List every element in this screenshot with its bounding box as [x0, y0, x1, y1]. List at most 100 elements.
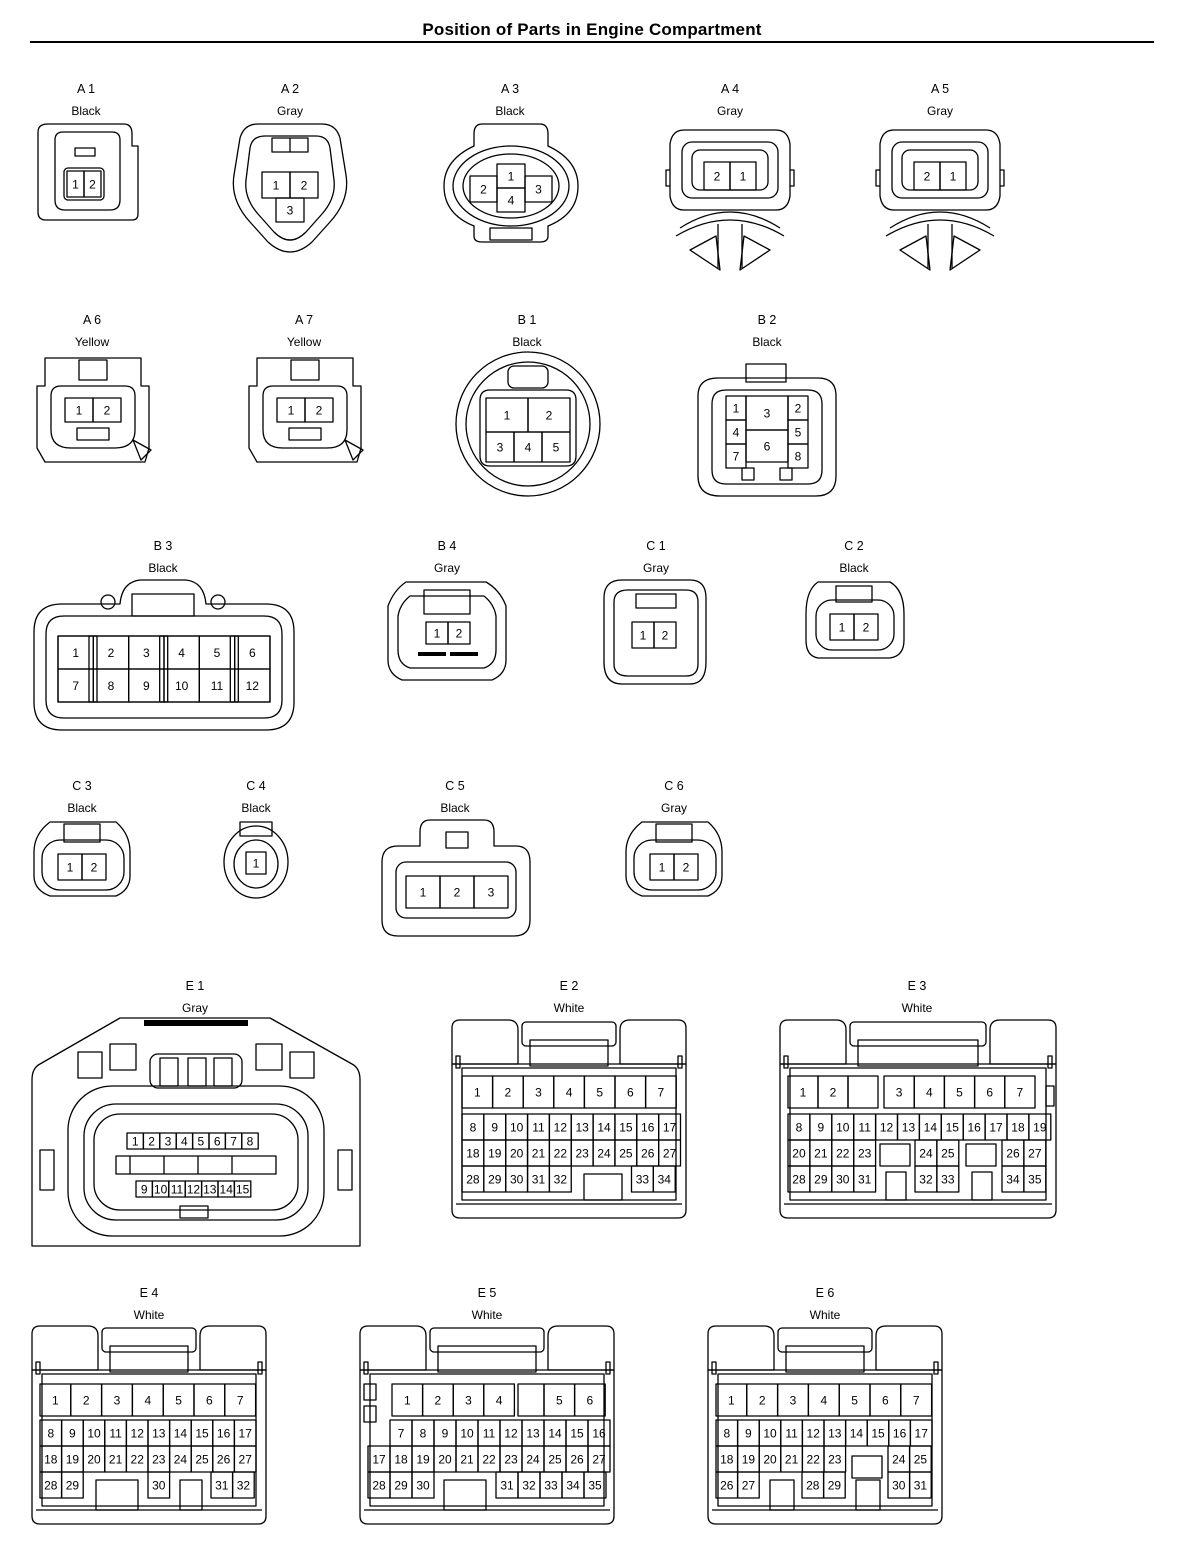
housing-outline	[779, 1063, 1057, 1219]
housing-outline	[885, 1171, 907, 1201]
pin-number: 1	[404, 1393, 411, 1407]
housing-outline	[669, 129, 791, 211]
housing-outline	[36, 357, 150, 463]
connector-color: White	[554, 1001, 585, 1015]
pin-cavity	[473, 875, 509, 909]
pin-number: 23	[828, 1452, 842, 1466]
connector-color: Gray	[434, 561, 460, 575]
pin-cavity	[83, 170, 102, 198]
pin-number: 5	[851, 1393, 858, 1407]
housing-outline	[187, 1057, 207, 1087]
pin-number: 5	[956, 1085, 963, 1099]
pin-number: 1	[72, 177, 79, 191]
pin-cavity	[644, 1075, 677, 1109]
pin-number: 2	[546, 408, 553, 422]
pin-number: 9	[745, 1426, 752, 1440]
pin-number: 16	[893, 1426, 907, 1440]
pin-cavity	[736, 1471, 760, 1499]
pin-number: 29	[66, 1478, 80, 1492]
pin-number: 26	[570, 1452, 584, 1466]
pin-number: 27	[239, 1452, 253, 1466]
housing-outline	[835, 585, 873, 603]
housing-outline	[31, 1017, 361, 1247]
housing-outline	[891, 141, 989, 199]
pin-number: 6	[206, 1393, 213, 1407]
pin-number: 2	[456, 626, 463, 640]
lock-bar	[144, 1020, 248, 1026]
pin-number: 8	[470, 1120, 477, 1134]
pin-number: 31	[914, 1478, 928, 1492]
pin-number: 2	[91, 860, 98, 874]
housing-outline	[789, 1067, 1047, 1201]
connector-color: Black	[752, 335, 782, 349]
housing-outline	[779, 467, 793, 481]
pin-cavity	[853, 613, 879, 641]
housing-outline	[262, 385, 348, 449]
pin-number: 25	[941, 1146, 955, 1160]
housing-outline	[681, 141, 779, 199]
pin-number: 13	[203, 1182, 217, 1196]
pin-number: 16	[217, 1426, 231, 1440]
pin-number: 2	[301, 178, 308, 192]
pin-number: 7	[72, 679, 79, 693]
pin-cavity	[411, 1471, 435, 1499]
housing-outline	[95, 1479, 139, 1511]
housing-outline	[344, 439, 364, 461]
pin-number: 29	[814, 1172, 828, 1186]
pin-number: 1	[474, 1085, 481, 1099]
housing-outline	[785, 1345, 865, 1373]
pin-number: 35	[1028, 1172, 1042, 1186]
pin-number: 28	[806, 1478, 820, 1492]
housing-outline	[625, 821, 723, 897]
pin-number: 2	[89, 177, 96, 191]
pin-cavity	[908, 1471, 932, 1499]
pin-number: 14	[850, 1426, 864, 1440]
pin-number: 14	[597, 1120, 611, 1134]
pin-number: 7	[913, 1393, 920, 1407]
pin-number: 2	[683, 860, 690, 874]
pin-number: 10	[154, 1182, 168, 1196]
pin-cavity	[787, 443, 809, 469]
connector-color: Black	[495, 104, 525, 118]
pin-number: 3	[535, 1085, 542, 1099]
connector-color: Gray	[927, 104, 953, 118]
pin-cavity	[939, 161, 967, 191]
lock-bar	[418, 652, 446, 656]
pin-number: 5	[175, 1393, 182, 1407]
connector-id: E 6	[816, 1286, 835, 1300]
housing-outline	[949, 235, 981, 271]
pin-number: 32	[522, 1478, 536, 1492]
housing-outline	[115, 1155, 277, 1175]
pin-number: 4	[820, 1393, 827, 1407]
housing-outline	[679, 211, 781, 229]
pin-number: 19	[66, 1452, 80, 1466]
housing-outline	[717, 224, 743, 268]
pin-number: 7	[658, 1085, 665, 1099]
connector-id: A 7	[295, 313, 313, 327]
housing-outline	[769, 1479, 795, 1511]
housing-outline	[239, 821, 273, 837]
pin-number: 22	[807, 1452, 821, 1466]
pin-number: 10	[460, 1426, 474, 1440]
pin-number: 25	[914, 1452, 928, 1466]
pin-number: 33	[636, 1172, 650, 1186]
pin-number: 3	[896, 1085, 903, 1099]
housing-outline	[739, 235, 771, 271]
housing-outline	[855, 1479, 881, 1511]
housing-outline	[363, 1383, 377, 1401]
housing-outline	[109, 1345, 189, 1373]
pin-number: 8	[796, 1120, 803, 1134]
pin-cavity	[729, 161, 757, 191]
connector-id: A 6	[83, 313, 101, 327]
housing-outline	[437, 1345, 537, 1373]
pin-number: 23	[575, 1146, 589, 1160]
connector-color: Yellow	[75, 335, 110, 349]
pin-number: 1	[434, 626, 441, 640]
housing-outline	[875, 169, 880, 187]
pin-number: 18	[394, 1452, 408, 1466]
housing-outline	[290, 359, 320, 381]
housing-outline	[933, 1361, 939, 1375]
housing-outline	[54, 131, 121, 211]
